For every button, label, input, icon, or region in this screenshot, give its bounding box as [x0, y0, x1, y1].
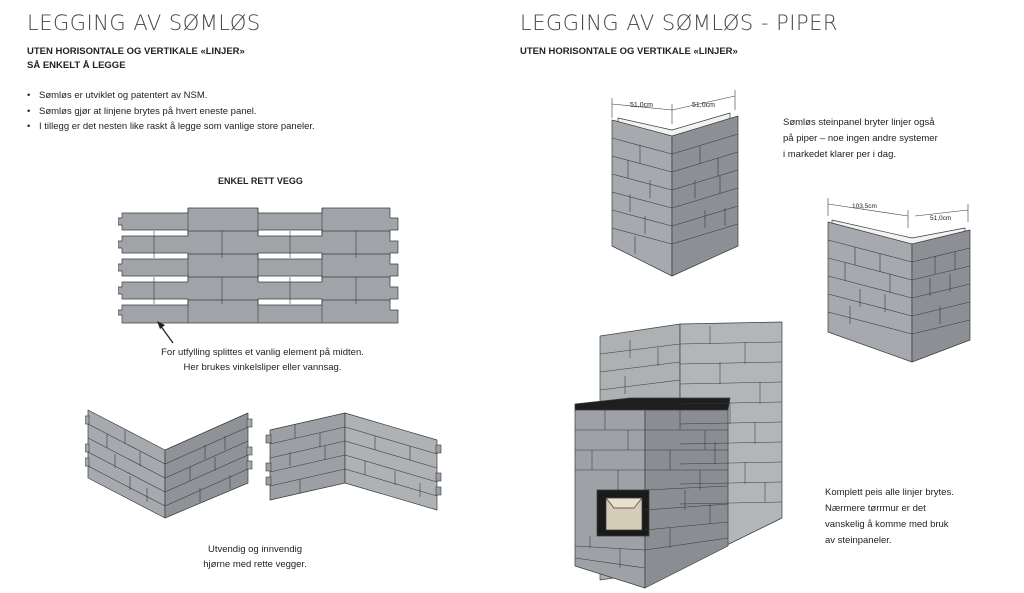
- bullet-item: Sømløs er utviklet og patentert av NSM.: [27, 88, 315, 104]
- bullet-item: Sømløs gjør at linjene brytes på hvert e…: [27, 104, 315, 120]
- feature-bullet-list: Sømløs er utviklet og patentert av NSM. …: [27, 88, 315, 135]
- fireplace-text-line-2: Nærmere tørrmur er det: [825, 503, 926, 514]
- chimney-rectangular-illustration: 103,5cm 51,0cm: [827, 198, 971, 363]
- fireplace-text-line-4: av steinpaneler.: [825, 535, 892, 546]
- fireplace-text: Komplett peis alle linjer brytes. Nærmer…: [825, 485, 954, 549]
- fireplace-text-line-3: vanskelig å komme med bruk: [825, 519, 949, 530]
- left-subtitle-1: UTEN HORISONTALE OG VERTIKALE «LINJER»: [27, 46, 245, 57]
- left-title: LEGGING AV SØMLØS: [27, 11, 261, 35]
- chimney-text: Sømløs steinpanel bryter linjer også på …: [783, 115, 938, 163]
- straight-wall-label: ENKEL RETT VEGG: [218, 176, 303, 186]
- chimney1-dim-a: 51,0cm: [630, 102, 653, 109]
- chimney2-dim-b: 51,0cm: [930, 215, 951, 222]
- inside-corner-illustration: [265, 412, 442, 511]
- arrow-icon: [157, 321, 174, 344]
- right-subtitle: UTEN HORISONTALE OG VERTIKALE «LINJER»: [520, 46, 738, 57]
- chimney2-dim-a: 103,5cm: [852, 203, 877, 210]
- corner-caption-line-2: hjørne med rette vegger.: [203, 559, 307, 570]
- outside-corner-illustration: [85, 409, 253, 519]
- straight-wall-illustration: [118, 207, 399, 324]
- wall-caption-line-2: Her brukes vinkelsliper eller vannsag.: [183, 362, 342, 373]
- fireplace-text-line-1: Komplett peis alle linjer brytes.: [825, 487, 954, 498]
- fireplace-illustration: [574, 321, 783, 589]
- chimney-text-line-2: på piper – noe ingen andre systemer: [783, 133, 938, 144]
- chimney-square-illustration: 51,0cm 51,0cm: [611, 90, 739, 277]
- right-title: LEGGING AV SØMLØS - PIPER: [520, 11, 839, 35]
- bullet-item: I tillegg er det nesten like raskt å leg…: [27, 119, 315, 135]
- left-subtitle-2: SÅ ENKELT Å LEGGE: [27, 60, 126, 71]
- wall-caption-line-1: For utfylling splittes et vanlig element…: [161, 347, 364, 358]
- chimney-text-line-1: Sømløs steinpanel bryter linjer også: [783, 117, 935, 128]
- corner-caption-line-1: Utvendig og innvendig: [207, 544, 302, 555]
- chimney1-dim-b: 51,0cm: [692, 102, 715, 109]
- chimney-text-line-3: i markedet klarer per i dag.: [783, 149, 896, 160]
